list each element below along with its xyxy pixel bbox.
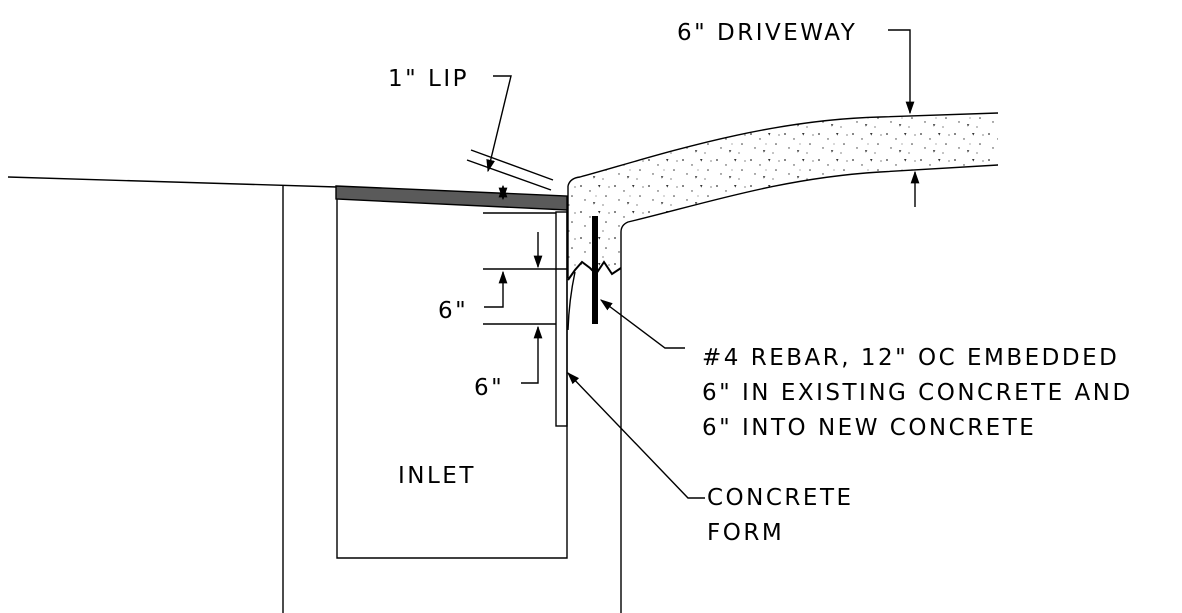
rebar-note-line-2: 6" IN EXISTING CONCRETE AND bbox=[702, 380, 1133, 406]
rebar-note-line-3: 6" INTO NEW CONCRETE bbox=[702, 415, 1036, 441]
form-label-line-1: CONCRETE bbox=[707, 485, 854, 511]
driveway-top-edge bbox=[567, 112, 999, 187]
inlet-box bbox=[336, 198, 568, 559]
rebar-leader bbox=[599, 299, 685, 349]
dim-arrow-lower-b bbox=[521, 325, 543, 384]
existing-grade-line bbox=[7, 176, 338, 188]
lip-label: 1" LIP bbox=[388, 66, 469, 92]
lip-slab bbox=[335, 185, 568, 211]
new-concrete-driveway bbox=[568, 113, 998, 278]
driveway-bottom-edge bbox=[620, 164, 999, 233]
driveway-label: 6" DRIVEWAY bbox=[677, 20, 857, 46]
lip-dim-extension-2 bbox=[470, 149, 554, 181]
lip-dim-extension-1 bbox=[466, 159, 552, 191]
dim-label-upper: 6" bbox=[438, 298, 468, 324]
rebar-note-line-1: #4 REBAR, 12" OC EMBEDDED bbox=[702, 345, 1119, 371]
form-label-line-2: FORM bbox=[707, 520, 784, 546]
form-leader bbox=[567, 372, 705, 499]
dim-label-lower: 6" bbox=[474, 375, 504, 401]
driveway-leader bbox=[888, 29, 915, 115]
lip-leader bbox=[486, 75, 512, 173]
inlet-label: INLET bbox=[398, 463, 476, 489]
rebar-bar bbox=[592, 216, 598, 324]
dim-arrow-upper-b bbox=[484, 270, 508, 308]
existing-concrete-edge bbox=[567, 271, 576, 331]
concrete-form bbox=[555, 211, 568, 427]
